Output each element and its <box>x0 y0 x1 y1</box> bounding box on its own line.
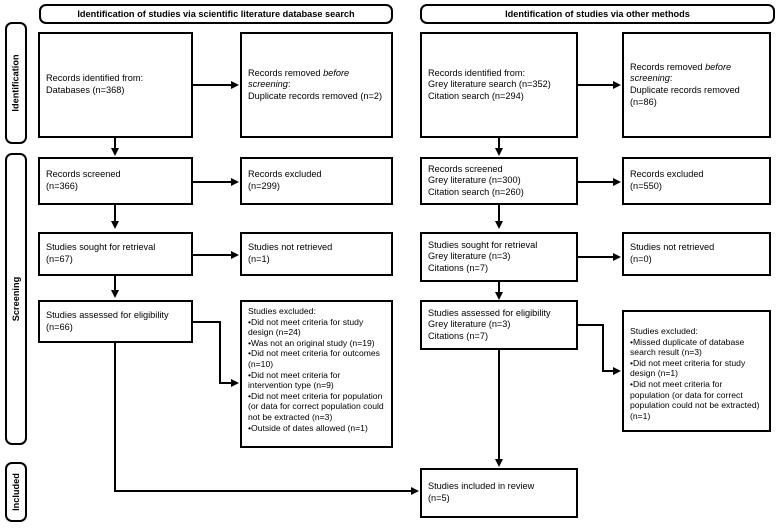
box-left-studies-sought: Studies sought for retrieval (n=67) <box>38 232 193 276</box>
connector-right-r4-h2 <box>602 370 614 372</box>
box-right-records-excluded-text: Records excluded (n=550) <box>630 169 704 191</box>
box-right-records-identified: Records identified from: Grey literature… <box>420 32 578 138</box>
arrow-right-r3 <box>613 252 621 261</box>
box-right-records-screened: Records screened Grey literature (n=300)… <box>420 157 578 205</box>
box-right-studies-not-retrieved-text: Studies not retrieved (n=0) <box>630 242 715 264</box>
stage-label-screening: Screening <box>5 153 27 445</box>
box-left-records-screened: Records screened (n=366) <box>38 157 193 205</box>
stage-label-included: Included <box>5 462 27 522</box>
box-right-studies-not-retrieved: Studies not retrieved (n=0) <box>622 232 771 276</box>
arrow-right-r2r3 <box>494 221 503 229</box>
arrow-left-r3r4 <box>110 290 119 298</box>
banner-right-text: Identification of studies via other meth… <box>505 9 690 19</box>
connector-left-r1r2-v <box>114 138 116 151</box>
arrow-left-r2 <box>231 177 239 186</box>
connector-right-r3-h <box>578 256 614 258</box>
connector-left-r3r4-v <box>114 276 116 292</box>
box-right-studies-assessed: Studies assessed for eligibility Grey li… <box>420 300 578 350</box>
connector-left-r2-h <box>193 181 232 183</box>
banner-right-identification: Identification of studies via other meth… <box>420 4 775 24</box>
arrow-right-r3r4 <box>494 292 503 300</box>
stage-label-screening-text: Screening <box>11 276 22 322</box>
box-right-records-excluded: Records excluded (n=550) <box>622 157 771 205</box>
stage-label-identification-text: Identification <box>11 54 22 112</box>
box-right-studies-excluded: Studies excluded: •Missed duplicate of d… <box>622 310 771 432</box>
box-right-studies-sought-text: Studies sought for retrieval Grey litera… <box>428 239 538 273</box>
connector-right-r1r2-v <box>498 138 500 151</box>
connector-left-r4-h1 <box>193 321 221 323</box>
box-left-studies-not-retrieved-text: Studies not retrieved (n=1) <box>248 242 333 264</box>
stage-label-identification: Identification <box>5 22 27 144</box>
arrow-right-final <box>494 459 503 467</box>
arrow-left-r2r3 <box>110 221 119 229</box>
box-left-records-excluded: Records excluded (n=299) <box>240 157 393 205</box>
arrow-left-final <box>411 486 419 495</box>
box-left-studies-assessed-text: Studies assessed for eligibility (n=66) <box>46 309 169 332</box>
banner-left-text: Identification of studies via scientific… <box>77 9 355 19</box>
box-left-studies-assessed: Studies assessed for eligibility (n=66) <box>38 300 193 343</box>
connector-left-final-v <box>114 343 116 492</box>
box-right-studies-sought: Studies sought for retrieval Grey litera… <box>420 232 578 282</box>
box-left-studies-not-retrieved: Studies not retrieved (n=1) <box>240 232 393 276</box>
box-left-studies-excluded-text: Studies excluded: •Did not meet criteria… <box>248 306 384 433</box>
connector-right-final-v <box>498 350 500 460</box>
connector-right-r2-h <box>578 181 614 183</box>
connector-right-r4-h1 <box>578 324 604 326</box>
box-right-studies-assessed-text: Studies assessed for eligibility Grey li… <box>428 307 551 341</box>
arrow-right-r2 <box>613 177 621 186</box>
connector-right-r1-h <box>578 84 614 86</box>
box-left-studies-sought-text: Studies sought for retrieval (n=67) <box>46 242 156 264</box>
box-right-records-screened-text: Records screened Grey literature (n=300)… <box>428 163 524 197</box>
arrow-left-r1r2 <box>110 148 119 156</box>
connector-right-r2r3-v <box>498 205 500 223</box>
arrow-left-r1 <box>231 80 239 89</box>
box-right-studies-excluded-text: Studies excluded: •Missed duplicate of d… <box>630 326 760 421</box>
arrow-right-r4 <box>613 366 621 375</box>
box-left-studies-excluded: Studies excluded: •Did not meet criteria… <box>240 300 393 448</box>
arrow-left-r4 <box>231 378 239 387</box>
box-left-records-excluded-text: Records excluded (n=299) <box>248 169 322 191</box>
banner-left-identification: Identification of studies via scientific… <box>39 4 393 24</box>
box-left-records-identified-text: Records identified from: Databases (n=36… <box>46 73 144 95</box>
box-left-records-identified: Records identified from: Databases (n=36… <box>38 32 193 138</box>
box-studies-included: Studies included in review (n=5) <box>420 468 578 518</box>
connector-left-r4-h2 <box>219 382 232 384</box>
connector-left-final-h <box>114 490 412 492</box>
arrow-right-r1r2 <box>494 148 503 156</box>
connector-left-r1-h <box>193 84 232 86</box>
connector-left-r3-h <box>193 254 232 256</box>
connector-left-r4-v <box>219 321 221 384</box>
box-right-records-identified-text: Records identified from: Grey literature… <box>428 67 551 101</box>
stage-label-included-text: Included <box>11 473 21 511</box>
box-studies-included-text: Studies included in review (n=5) <box>428 481 535 503</box>
connector-right-r4-v <box>602 324 604 372</box>
box-left-records-screened-text: Records screened (n=366) <box>46 169 121 191</box>
connector-right-r3r4-v <box>498 282 500 294</box>
arrow-left-r3 <box>231 250 239 259</box>
arrow-right-r1 <box>613 80 621 89</box>
connector-left-r2r3-v <box>114 205 116 223</box>
